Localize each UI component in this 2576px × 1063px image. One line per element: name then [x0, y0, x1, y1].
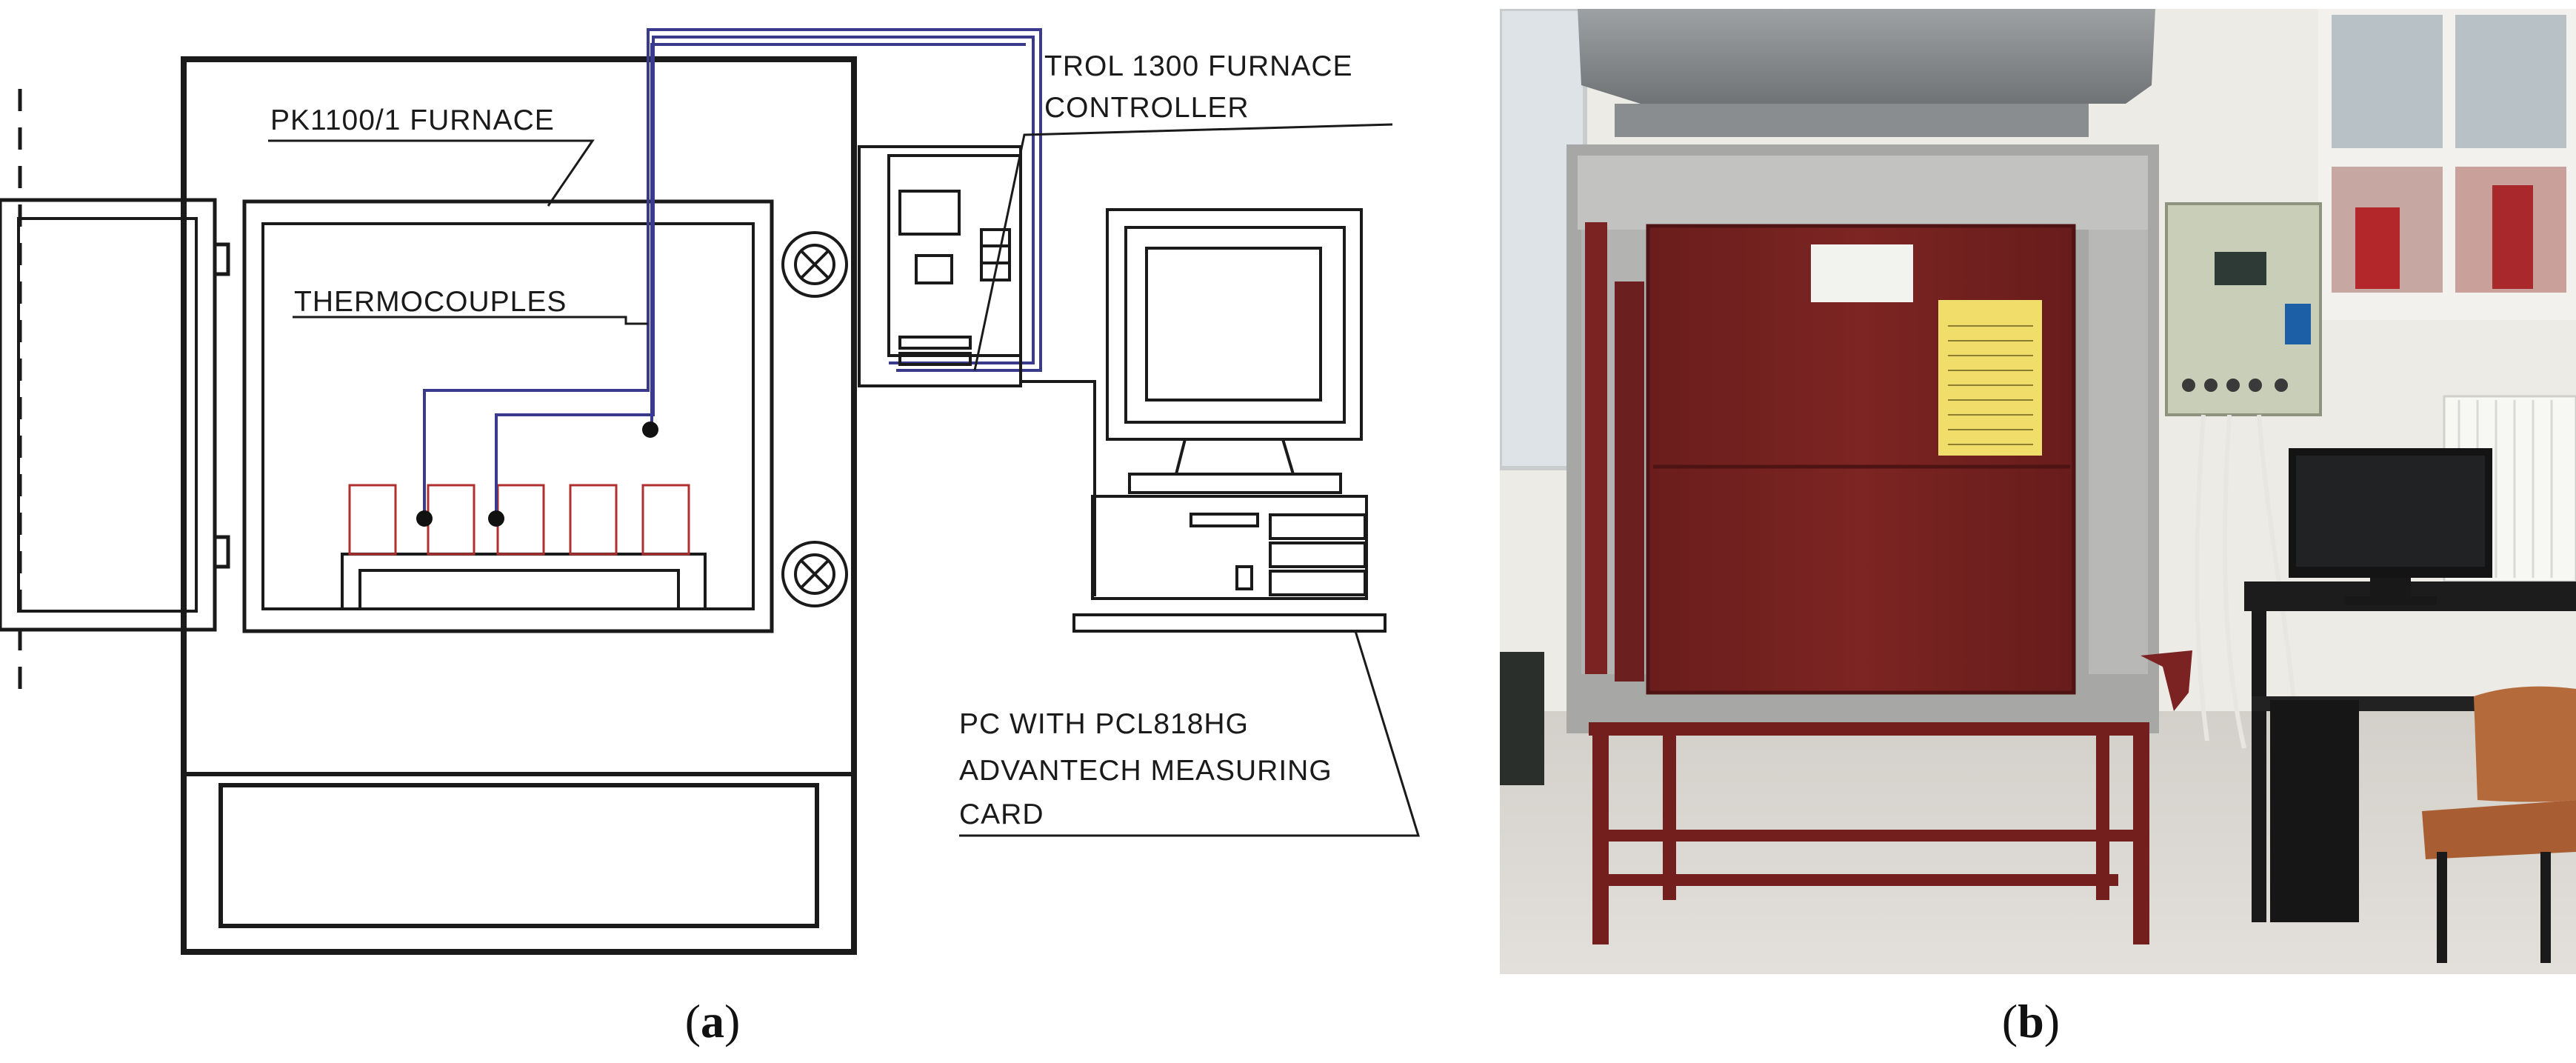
floor-cabinet — [1500, 652, 1544, 785]
furnace-door — [0, 198, 230, 632]
latch — [2140, 650, 2192, 711]
sample — [641, 484, 690, 556]
samples — [348, 484, 690, 556]
label-furnace: PK1100/1 FURNACE — [270, 104, 555, 136]
floor — [1500, 711, 2576, 974]
keyboard — [1072, 613, 1387, 633]
label-controller-2: CONTROLLER — [1044, 92, 1249, 124]
sample — [427, 484, 476, 556]
valve-icon — [781, 231, 848, 607]
panel-b-photo — [1500, 9, 2576, 974]
warning-sign — [1938, 300, 2042, 456]
label-thermocouples: THERMOCOUPLES — [294, 286, 567, 318]
thermocouple-wires — [423, 28, 1042, 519]
sample — [348, 484, 397, 556]
sample — [496, 484, 545, 556]
sample — [569, 484, 618, 556]
caption-a: (a) — [685, 995, 741, 1047]
furnace-controller — [858, 145, 1022, 387]
pc-tower — [2270, 700, 2359, 922]
pc-monitor — [1106, 208, 1363, 494]
controller-pc-cable — [1021, 380, 1096, 596]
exhaust-hood — [1578, 9, 2155, 104]
furnace-stand — [1589, 722, 2149, 944]
panel-a-labels: PK1100/1 FURNACE TROL 1300 FURNACE CONTR… — [270, 50, 1353, 830]
notice-label — [1811, 244, 1913, 302]
chair — [2422, 686, 2576, 963]
label-pc-3: CARD — [959, 799, 1044, 830]
leader-lines — [268, 123, 1421, 837]
label-pc-1: PC WITH PCL818HG — [959, 708, 1249, 740]
pc-case — [1091, 495, 1368, 600]
sample-tray — [341, 553, 707, 610]
label-pc-2: ADVANTECH MEASURING — [959, 755, 1332, 787]
thermocouple-junctions — [416, 421, 658, 527]
furnace-body — [181, 56, 857, 955]
label-controller-1: TROL 1300 FURNACE — [1044, 50, 1353, 82]
caption-b: (b) — [2002, 995, 2060, 1047]
panel-a-diagram — [0, 28, 1421, 955]
